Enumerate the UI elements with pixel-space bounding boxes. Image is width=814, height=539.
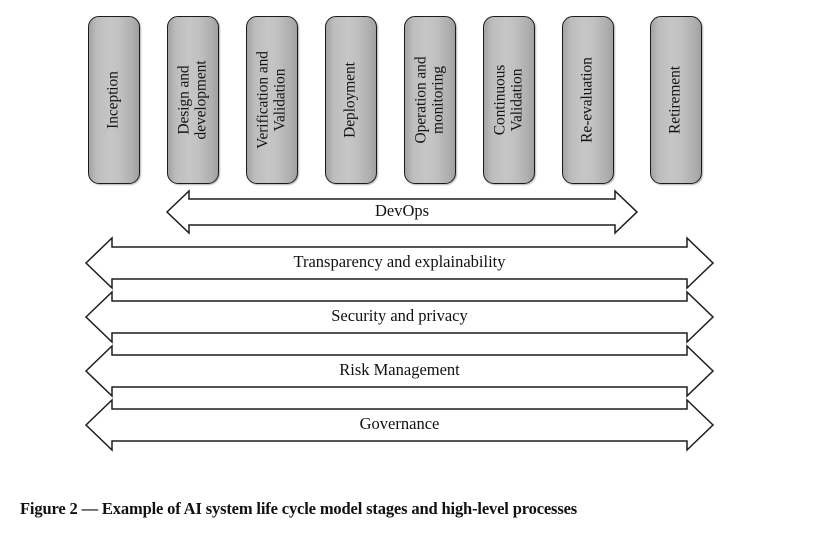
stage-label-line-1: Continuous <box>491 64 509 136</box>
stage-label-line-2: development <box>192 60 209 140</box>
security-double-arrow-shape <box>84 290 715 344</box>
stage-label-line-1: Verification and <box>254 51 272 149</box>
transparency-double-arrow-shape <box>84 236 715 290</box>
stage-label-line-2: Validation <box>508 68 525 132</box>
stage-box-re-evaluation[interactable]: Re-evaluation <box>562 16 614 184</box>
stage-label-line-1: Design and <box>175 65 193 135</box>
process-arrow-devops[interactable]: DevOps <box>165 189 639 235</box>
stage-label-deployment: Deployment <box>341 62 359 138</box>
stage-label-inception: Inception <box>104 71 122 129</box>
process-arrow-label-risk-management: Risk Management <box>339 360 460 379</box>
stage-label-line-2: Validation <box>271 68 288 132</box>
stage-box-retirement[interactable]: Retirement <box>650 16 702 184</box>
stage-label-retirement: Retirement <box>666 66 684 134</box>
stage-label-line-1: Operation and <box>412 56 430 144</box>
process-arrow-risk-management[interactable]: Risk Management <box>84 344 715 398</box>
process-arrow-transparency-and-explainability[interactable]: Transparency and explainability <box>84 236 715 290</box>
process-arrow-label-transparency-and-explainability: Transparency and explainability <box>293 252 506 271</box>
governance-double-arrow-shape <box>84 398 715 452</box>
process-arrow-governance[interactable]: Governance <box>84 398 715 452</box>
stage-label-line-2: monitoring <box>429 66 446 134</box>
process-arrow-label-devops: DevOps <box>374 201 430 220</box>
process-arrow-security-and-privacy[interactable]: Security and privacy <box>84 290 715 344</box>
stage-box-deployment[interactable]: Deployment <box>325 16 377 184</box>
stage-label-re-evaluation: Re-evaluation <box>578 57 596 143</box>
risk-management-double-arrow-shape <box>84 344 715 398</box>
process-arrow-label-security-and-privacy: Security and privacy <box>331 306 468 325</box>
stage-box-inception[interactable]: Inception <box>88 16 140 184</box>
devops-double-arrow-shape <box>165 189 639 235</box>
process-arrow-label-governance: Governance <box>359 414 440 433</box>
figure-caption: Figure 2 — Example of AI system life cyc… <box>20 499 578 518</box>
